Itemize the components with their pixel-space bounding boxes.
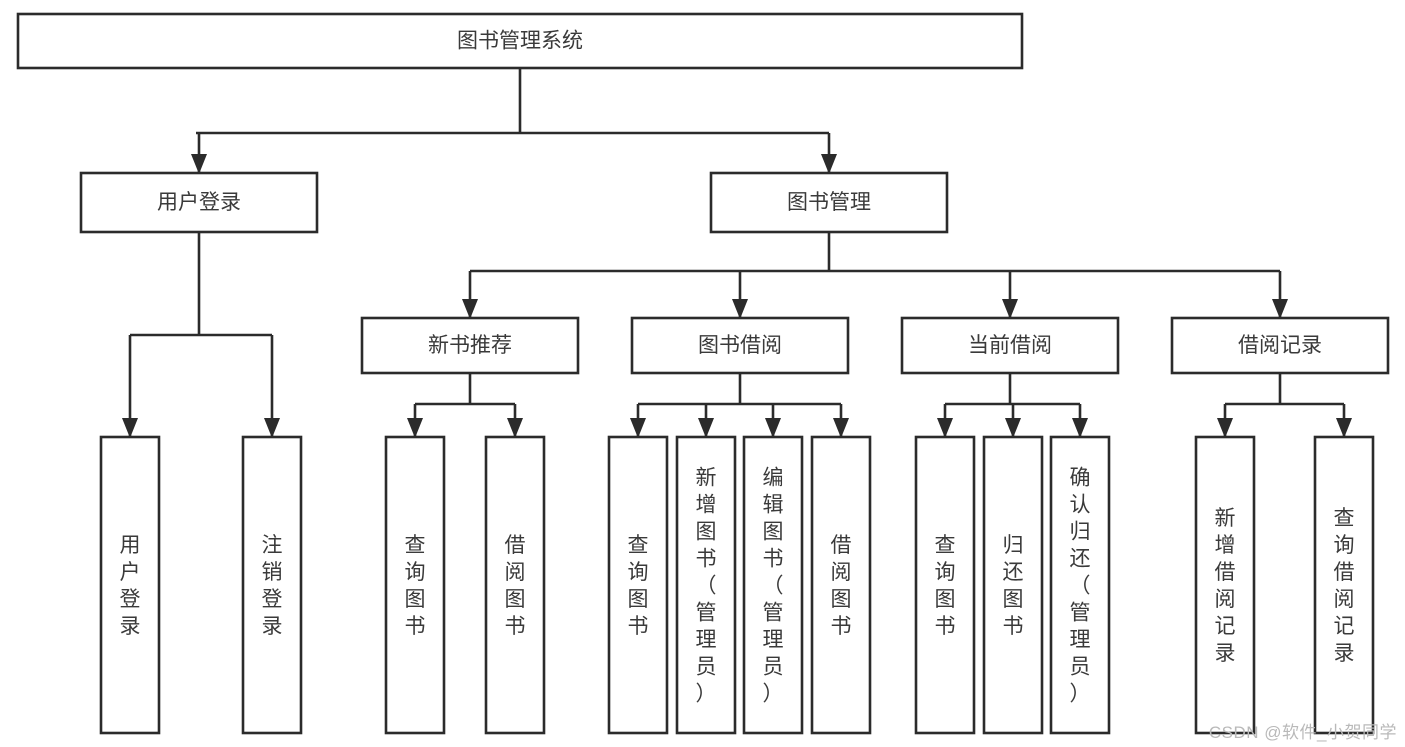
node-leaf-borrow-book-label: 借阅图书 (831, 534, 852, 638)
arrow-head-icon (1217, 418, 1233, 438)
node-borrow-record-label: 借阅记录 (1238, 334, 1322, 357)
arrow-head-icon (507, 418, 523, 438)
node-leaf-query-book-borrow-label: 查询图书 (628, 534, 649, 638)
node-leaf-add-book-admin-box[interactable] (675, 435, 737, 735)
node-leaf-query-book-recommend[interactable]: 查询图书 (384, 435, 446, 735)
arrow-head-icon (264, 418, 280, 438)
node-root-system[interactable]: 图书管理系统 (16, 12, 1024, 70)
node-leaf-borrow-book-recommend[interactable]: 借阅图书 (484, 435, 546, 735)
node-current-borrow[interactable]: 当前借阅 (900, 316, 1120, 375)
node-leaf-user-logout[interactable]: 注销登录 (241, 435, 303, 735)
connectors-layer (122, 68, 1352, 438)
node-user-login-box[interactable] (79, 171, 319, 234)
node-leaf-query-book-borrow[interactable]: 查询图书 (607, 435, 669, 735)
node-borrow-record[interactable]: 借阅记录 (1170, 316, 1390, 375)
node-root-system-box[interactable] (16, 12, 1024, 70)
node-leaf-return-book-box[interactable] (982, 435, 1044, 735)
arrow-head-icon (122, 418, 138, 438)
node-book-borrow-label: 图书借阅 (698, 334, 782, 357)
arrow-head-icon (1272, 299, 1288, 319)
node-root-system-label: 图书管理系统 (457, 30, 583, 53)
node-current-borrow-box[interactable] (900, 316, 1120, 375)
node-leaf-confirm-return-admin-box[interactable] (1049, 435, 1111, 735)
node-book-management-label: 图书管理 (787, 191, 871, 214)
node-leaf-add-borrow-record[interactable]: 新增借阅记录 (1194, 435, 1256, 735)
node-leaf-confirm-return-admin-label: 确认归还（管理员） (1070, 467, 1091, 706)
node-leaf-add-book-admin[interactable]: 新增图书（管理员） (675, 435, 737, 735)
arrow-head-icon (1005, 418, 1021, 438)
nodes-layer: 图书管理系统用户登录图书管理新书推荐图书借阅当前借阅借阅记录用户登录注销登录查询… (16, 12, 1390, 735)
node-leaf-query-book-borrow-box[interactable] (607, 435, 669, 735)
arrow-head-icon (1002, 299, 1018, 319)
node-leaf-query-borrow-record[interactable]: 查询借阅记录 (1313, 435, 1375, 735)
node-user-login[interactable]: 用户登录 (79, 171, 319, 234)
arrow-head-icon (462, 299, 478, 319)
node-leaf-borrow-book[interactable]: 借阅图书 (810, 435, 872, 735)
arrow-head-icon (821, 154, 837, 174)
node-leaf-return-book[interactable]: 归还图书 (982, 435, 1044, 735)
node-leaf-edit-book-admin[interactable]: 编辑图书（管理员） (742, 435, 804, 735)
node-leaf-query-book-current[interactable]: 查询图书 (914, 435, 976, 735)
node-leaf-edit-book-admin-box[interactable] (742, 435, 804, 735)
watermark-label: CSDN @软件_小贺同学 (1208, 723, 1397, 742)
arrow-head-icon (765, 418, 781, 438)
node-new-book-recommend-box[interactable] (360, 316, 580, 375)
arrow-head-icon (732, 299, 748, 319)
node-leaf-borrow-book-recommend-label: 借阅图书 (505, 534, 526, 638)
node-book-management[interactable]: 图书管理 (709, 171, 949, 234)
node-leaf-user-logout-label: 注销登录 (262, 534, 283, 638)
node-new-book-recommend-label: 新书推荐 (428, 334, 512, 357)
node-leaf-user-login[interactable]: 用户登录 (99, 435, 161, 735)
node-leaf-add-borrow-record-box[interactable] (1194, 435, 1256, 735)
node-book-borrow-box[interactable] (630, 316, 850, 375)
node-leaf-add-book-admin-label: 新增图书（管理员） (696, 467, 717, 706)
arrow-head-icon (630, 418, 646, 438)
node-current-borrow-label: 当前借阅 (968, 334, 1052, 357)
arrow-head-icon (1336, 418, 1352, 438)
arrow-head-icon (407, 418, 423, 438)
node-borrow-record-box[interactable] (1170, 316, 1390, 375)
node-leaf-user-logout-box[interactable] (241, 435, 303, 735)
node-leaf-borrow-book-box[interactable] (810, 435, 872, 735)
node-leaf-add-borrow-record-label: 新增借阅记录 (1215, 507, 1236, 665)
node-leaf-user-login-box[interactable] (99, 435, 161, 735)
node-leaf-return-book-label: 归还图书 (1003, 534, 1024, 638)
node-leaf-query-book-recommend-box[interactable] (384, 435, 446, 735)
node-leaf-query-book-recommend-label: 查询图书 (405, 534, 426, 638)
node-leaf-query-borrow-record-box[interactable] (1313, 435, 1375, 735)
node-leaf-query-borrow-record-label: 查询借阅记录 (1334, 507, 1355, 665)
node-new-book-recommend[interactable]: 新书推荐 (360, 316, 580, 375)
node-leaf-query-book-current-box[interactable] (914, 435, 976, 735)
node-leaf-borrow-book-recommend-box[interactable] (484, 435, 546, 735)
arrow-head-icon (1072, 418, 1088, 438)
node-leaf-query-book-current-label: 查询图书 (935, 534, 956, 638)
arrow-head-icon (191, 154, 207, 174)
node-leaf-edit-book-admin-label: 编辑图书（管理员） (763, 467, 784, 706)
arrow-head-icon (833, 418, 849, 438)
arrow-head-icon (937, 418, 953, 438)
arrow-head-icon (698, 418, 714, 438)
node-book-management-box[interactable] (709, 171, 949, 234)
node-leaf-user-login-label: 用户登录 (120, 534, 141, 638)
node-user-login-label: 用户登录 (157, 191, 241, 214)
node-book-borrow[interactable]: 图书借阅 (630, 316, 850, 375)
node-leaf-confirm-return-admin[interactable]: 确认归还（管理员） (1049, 435, 1111, 735)
